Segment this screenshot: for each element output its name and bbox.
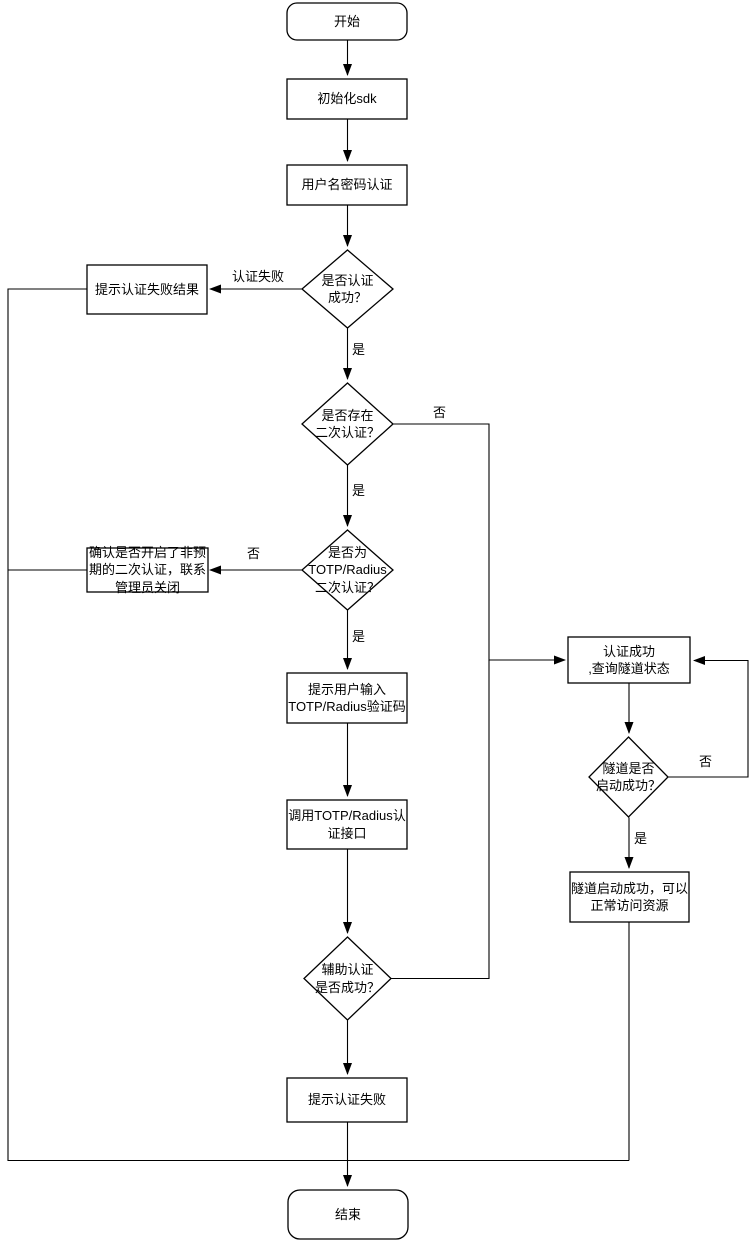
node-prompt-totp-input-shape[interactable] [286,672,408,724]
edge-tunnelq-no-loop [668,656,749,778]
node-end-shape[interactable] [287,1189,409,1240]
node-auth-success-decision-shape[interactable] [301,249,394,329]
node-start-shape[interactable] [286,2,408,41]
edge-auxq-yes-to-authok [391,660,490,980]
node-call-totp-api-shape[interactable] [286,799,408,850]
node-show-auth-fail-result-shape[interactable] [86,264,208,315]
node-confirm-unexpected-shape[interactable] [86,547,209,593]
node-totp-radius-decision-shape[interactable] [301,529,394,611]
edge-left-rail [7,288,629,1162]
node-user-pass-auth-shape[interactable] [286,164,408,206]
edge-secondq-no-to-authok [393,423,566,665]
node-auth-ok-query-tunnel-shape[interactable] [567,636,691,684]
node-tunnel-ok-shape[interactable] [569,871,690,923]
node-aux-auth-decision-shape[interactable] [303,936,392,1021]
node-init-sdk-shape[interactable] [286,78,408,120]
node-show-auth-fail-shape[interactable] [286,1077,408,1123]
node-second-auth-exists-decision-shape[interactable] [301,382,394,466]
node-tunnel-start-decision-shape[interactable] [588,736,669,818]
